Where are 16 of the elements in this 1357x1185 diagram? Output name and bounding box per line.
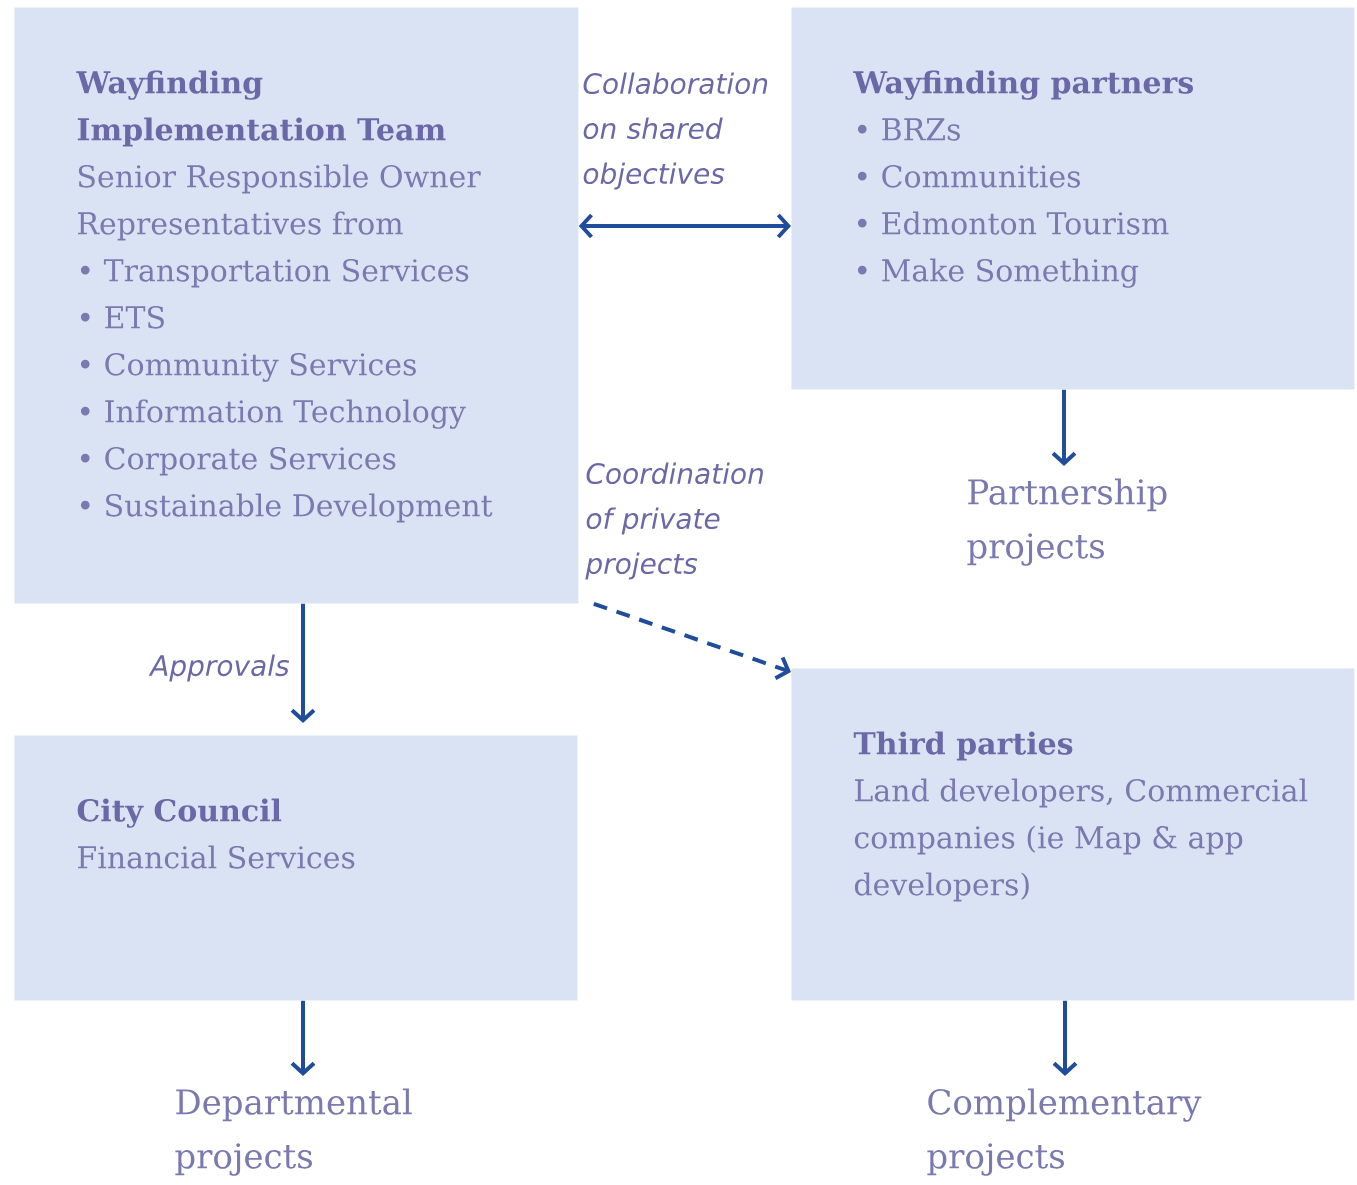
project-label: Departmental projects — [175, 1088, 412, 1176]
project-label: Complementary projects — [927, 1088, 1202, 1176]
edge-label: Coordination of private projects — [585, 462, 763, 580]
edge-label: Approvals — [148, 654, 290, 682]
project-label: Partnership projects — [967, 478, 1167, 566]
arrow — [578, 213, 791, 239]
arrow — [290, 1000, 316, 1076]
arrow — [1051, 389, 1077, 466]
edge-label: Collaboration on shared objectives — [583, 72, 768, 190]
arrow — [1052, 1000, 1078, 1076]
group-box: City Council Financial Services — [14, 735, 578, 1001]
group-box: Third parties Land developers, Commercial companies (ie Map & app developers) — [791, 668, 1355, 1001]
arrow — [290, 603, 316, 723]
group-box: Wayfinding partners • BRZs • Communities • Edmonton Tourism • Make Something — [791, 7, 1355, 390]
group-box: Wayfinding Implementation Team Senior Responsible Owner Representatives from • Transportation Services • ETS • Community Services • Information Technology • Corporate Services • Sustainable Development — [14, 7, 579, 604]
arrow — [593, 601, 791, 680]
